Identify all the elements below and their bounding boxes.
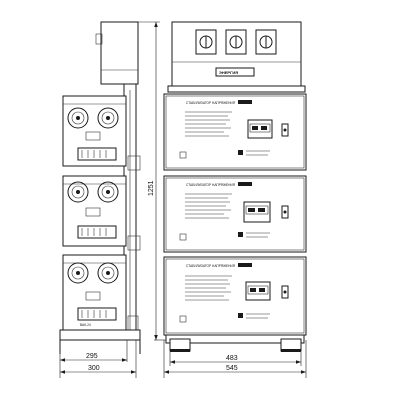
spec-text-block [185,111,232,137]
front-view: ЭНЕРГИЯ СТАБИЛИЗАТОР НАПРЯЖЕНИЯ [163,21,307,378]
stabilizer-module: СТАБИЛИЗАТОР НАПРЯЖЕНИЯ [163,93,307,171]
front-width-outer-label: 545 [226,365,238,372]
side-depth-inner-label: 295 [86,353,98,360]
spec-text-block [185,193,232,219]
side-view: ВАК-24 295 300 [59,21,141,378]
module-title: СТАБИЛИЗАТОР НАПРЯЖЕНИЯ [186,264,236,268]
switch-1 [195,29,217,55]
display-panel [243,201,271,223]
side-depth-dimensions: 295 300 [59,340,137,378]
spec-text-block [185,275,232,301]
side-base [59,329,141,354]
side-fan-unit [62,95,141,171]
front-width-inner-label: 483 [226,355,238,362]
terminal-label: ВАК-24 [80,323,91,327]
front-base [165,334,305,352]
height-label: 1251 [148,180,155,196]
nameplate-text: ЭНЕРГИЯ [219,70,238,75]
side-fan-unit [62,175,141,251]
front-top-box: ЭНЕРГИЯ [167,21,306,93]
nameplate: ЭНЕРГИЯ [215,67,255,77]
side-depth-outer-label: 300 [88,365,100,372]
side-top-box [95,21,139,85]
stabilizer-module: СТАБИЛИЗАТОР НАПРЯЖЕНИЯ [163,256,307,336]
side-fan-unit: ВАК-24 [62,254,139,333]
module-title: СТАБИЛИЗАТОР НАПРЯЖЕНИЯ [186,101,236,105]
stabilizer-module: СТАБИЛИЗАТОР НАПРЯЖЕНИЯ [163,175,307,253]
height-dimension: 1251 [138,21,168,341]
switch-2 [225,29,247,55]
switch-3 [255,29,277,55]
display-panel [245,281,271,301]
display-panel [247,119,273,139]
module-title: СТАБИЛИЗАТОР НАПРЯЖЕНИЯ [186,183,236,187]
front-width-dimensions: 483 545 [163,340,307,378]
